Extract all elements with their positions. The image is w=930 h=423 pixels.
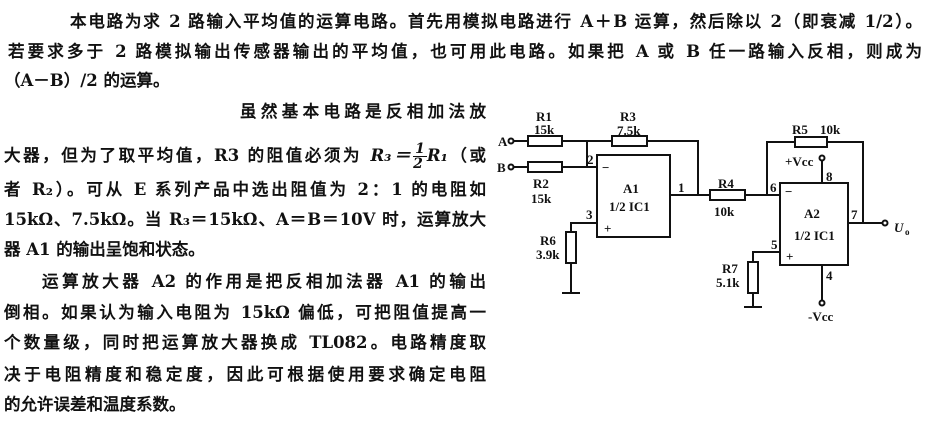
label-a2-pin-8: 8	[826, 169, 833, 184]
label-a2-pin-7: 7	[851, 207, 858, 222]
label-output: U	[894, 220, 904, 235]
resistor-r1	[527, 135, 563, 147]
label-input-a: A	[498, 134, 508, 149]
label-r5-value: 10k	[820, 122, 841, 137]
label-a2-part: 1/2 IC1	[794, 228, 835, 243]
label-input-b: B	[497, 160, 506, 175]
formula-numerator: 1	[413, 141, 427, 157]
label-r2-name: R2	[533, 176, 549, 191]
label-r4-value: 10k	[714, 204, 735, 219]
label-a2-pin-4: 4	[826, 268, 833, 283]
resistor-r6	[565, 231, 577, 264]
terminal-vee	[818, 299, 826, 307]
label-r6-value: 3.9k	[536, 247, 560, 262]
label-a1-pin-3: 3	[586, 207, 593, 222]
label-a1-part: 1/2 IC1	[609, 199, 650, 214]
label-a1-pin-1: 1	[678, 180, 685, 195]
label-vcc: +Vcc	[785, 154, 814, 169]
intro-line-2: 若要求多于 2 路模拟输出传感器输出的平均值，也可用此电路。如果把 A 或 B …	[8, 42, 922, 61]
label-output-subscript: o	[905, 227, 910, 237]
body-line-4: 15kΩ、7.5kΩ。当 R₃＝15kΩ、A＝B＝10V 时，运算放大	[4, 210, 486, 229]
terminal-output	[881, 219, 889, 227]
formula-denominator: 2	[413, 156, 423, 172]
label-a2-pin-6: 6	[770, 180, 777, 195]
body-line-1: 虽然基本电路是反相加法放	[240, 102, 486, 121]
resistor-r3	[611, 135, 648, 147]
body-line-7: 倒相。如果认为输入电阻为 15kΩ 偏低，可把阻值提高一	[4, 303, 486, 322]
label-a2-pin-5: 5	[771, 237, 778, 252]
label-r6-name: R6	[540, 233, 556, 248]
circuit-wires	[513, 140, 882, 308]
body-line-6: 运算放大器 A2 的作用是把反相加法器 A1 的输出	[42, 272, 486, 291]
body-line-2-post: （或	[447, 146, 486, 165]
opamp-a2	[779, 182, 849, 266]
body-line-9: 决于电阻精度和稳定度，因此可根据使用要求确定电阻	[4, 365, 486, 384]
label-r3-value: 7.5k	[617, 123, 641, 138]
label-a2-name: A2	[804, 206, 820, 221]
body-line-2-pre: 大器，但为了取平均值，R3 的阻值必须为	[4, 146, 371, 165]
label-a1-plus: +	[604, 221, 611, 236]
terminal-a	[507, 137, 515, 145]
resistor-r7	[747, 261, 759, 294]
formula-rhs: R₁	[426, 146, 448, 165]
label-a2-plus: +	[786, 249, 793, 264]
label-r2-value: 15k	[531, 191, 552, 206]
label-a1-minus: −	[602, 160, 609, 175]
body-line-5: 器 A1 的输出呈饱和状态。	[4, 240, 205, 259]
label-r3-name: R3	[620, 109, 636, 124]
terminal-vcc	[818, 154, 826, 162]
label-a1-pin-2: 2	[587, 152, 594, 167]
label-a1-name: A1	[623, 181, 639, 196]
label-r7-value: 5.1k	[716, 275, 740, 290]
body-line-3: 者 R₂）。可从 E 系列产品中选出阻值为 2：1 的电阻如	[4, 180, 486, 199]
intro-line-3: （A－B）/2 的运算。	[4, 71, 170, 90]
body-line-8: 个数量级，同时把运算放大器换成 TL082。电路精度取	[4, 333, 486, 352]
label-r5-name: R5	[792, 122, 808, 137]
label-r4-name: R4	[718, 176, 734, 191]
label-a2-minus: −	[785, 184, 792, 199]
label-vee: -Vcc	[808, 309, 833, 324]
resistor-r2	[527, 161, 563, 173]
label-r7-name: R7	[722, 261, 738, 276]
opamp-a1	[596, 154, 671, 238]
resistor-r5	[794, 136, 828, 148]
resistor-r4	[709, 189, 746, 201]
formula-lhs: R₃＝	[370, 146, 414, 165]
body-line-10: 的允许误差和温度系数。	[4, 395, 186, 414]
circuit-components	[507, 135, 889, 307]
intro-line-1: 本电路为求 2 路输入平均值的运算电路。首先用模拟电路进行 A＋B 运算，然后除…	[70, 12, 922, 31]
label-r1-value: 15k	[534, 122, 555, 137]
label-r1-name: R1	[536, 109, 552, 124]
terminal-b	[507, 163, 515, 171]
